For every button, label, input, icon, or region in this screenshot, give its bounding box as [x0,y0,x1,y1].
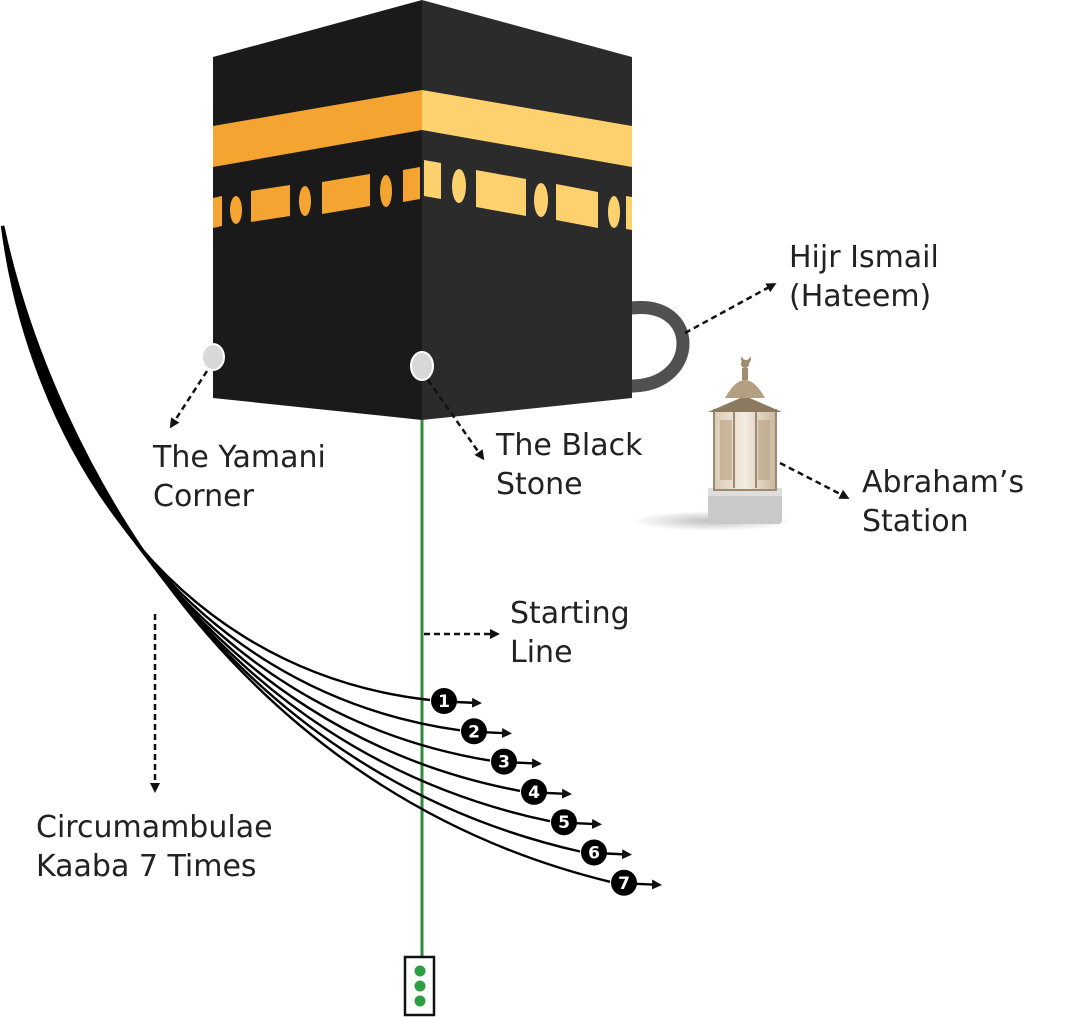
round-3-badge [491,748,517,775]
round-6-number: 6 [588,844,600,864]
black-stone-label: The Black Stone [496,428,643,502]
kiswa-band-right [422,90,632,167]
round-1-badge [431,688,457,714]
traffic-light-marker [403,955,436,1017]
yamani-leader-arrow [169,370,209,429]
round-7-path [2,225,611,883]
kaaba-right-face [422,0,632,420]
round-4-arrow [545,788,572,799]
round-5-number: 5 [558,813,570,833]
hijr-leader-arrow [684,283,777,335]
round-7-arrow [635,879,662,890]
black-stone-leader-arrow [426,379,485,461]
station-leader-arrow [779,461,850,499]
round-4-badge [521,778,547,805]
hateem-wall [625,301,690,393]
round-5-arrow [575,818,602,829]
round-2-arrow [485,728,512,739]
round-4-number: 4 [528,783,540,803]
hijr-ismail-label: Hijr Ismail (Hateem) [789,240,939,314]
round-2-number: 2 [468,722,480,742]
round-7-number: 7 [618,874,630,894]
round-5-badge [551,809,577,836]
kaaba [201,0,632,420]
round-7-badge [611,869,637,896]
starting-line-label: Starting Line [510,596,630,670]
circumambulate-label: Circumambulae Kaaba 7 Times [36,810,273,884]
round-3-number: 3 [498,753,510,773]
round-6-badge [581,839,607,866]
round-6-arrow [605,849,632,860]
yamani-corner-label: The Yamani Corner [153,440,326,514]
kiswa-band-left [213,90,422,167]
abrahams-station-label: Abraham’s Station [862,465,1025,539]
abrahams-station [632,356,792,531]
round-1-arrow [455,697,482,708]
kiswa-ornaments-left [213,167,420,228]
black-stone [410,351,434,381]
yamani-corner-stone [201,343,225,371]
kaaba-left-face [213,0,422,420]
leader-arrows [150,283,850,793]
kiswa-ornaments-right [424,160,632,230]
round-1-number: 1 [438,692,450,712]
round-3-arrow [515,758,542,769]
round-2-badge [461,718,487,745]
